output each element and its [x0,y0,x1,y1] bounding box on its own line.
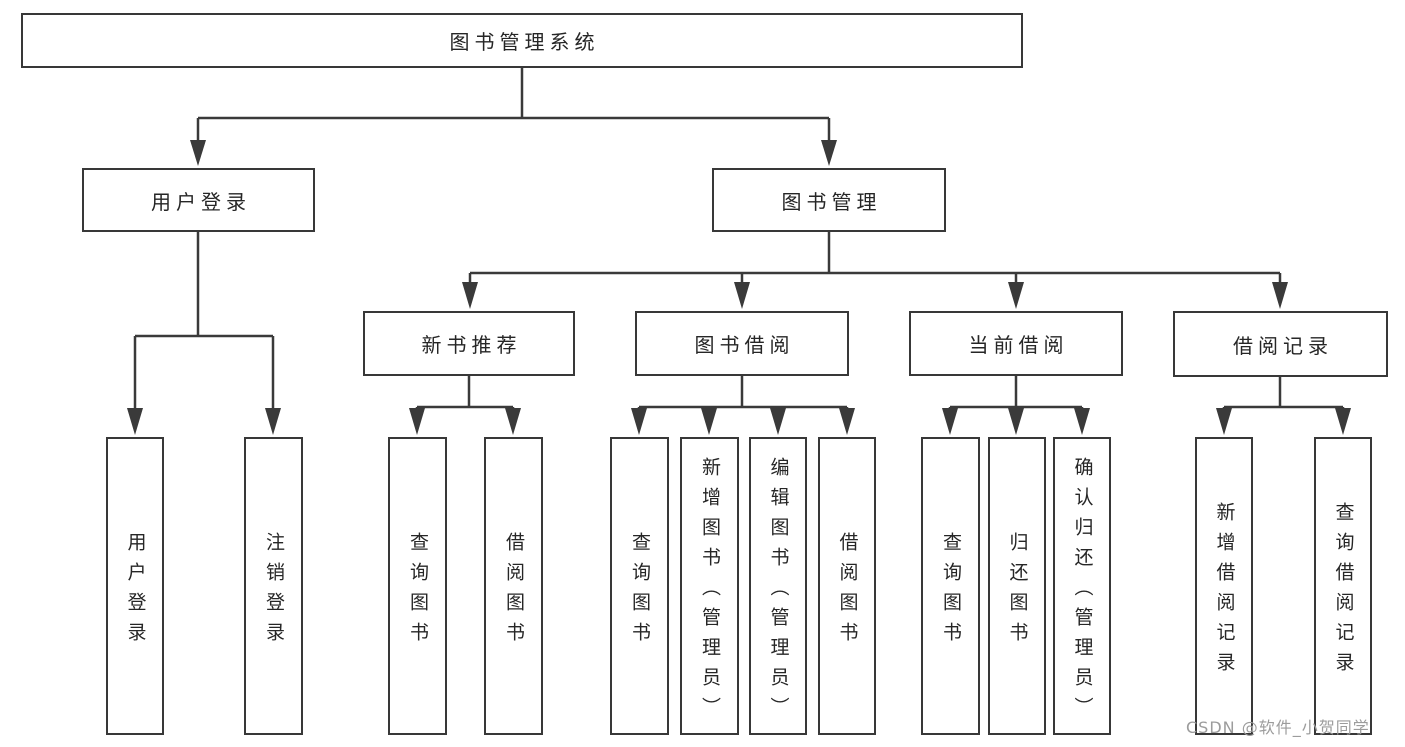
leaf-label: 查询图书 [940,531,962,652]
node-current-borrow: 当前借阅 [909,311,1123,376]
node-book-management: 图书管理 [712,168,946,232]
leaf-user-login: 用户登录 [106,437,164,735]
node-label: 图书管理系统 [449,30,600,54]
node-user-login: 用户登录 [82,168,315,232]
leaf-query-books-recommend: 查询图书 [388,437,447,735]
leaf-borrow-books-recommend: 借阅图书 [484,437,543,735]
node-library-management-system: 图书管理系统 [21,13,1023,68]
csdn-watermark: CSDN @软件_小贺同学 [1186,718,1370,737]
leaf-logout: 注销登录 [244,437,303,735]
leaf-confirm-return-admin: 确认归还（管理员） [1053,437,1111,735]
leaf-label: 新增图书（管理员） [699,456,721,727]
leaf-label: 确认归还（管理员） [1071,456,1094,727]
leaf-label: 用户登录 [124,531,147,652]
leaf-label: 查询图书 [629,531,651,652]
leaf-label: 借阅图书 [836,531,859,652]
leaf-query-borrow-record: 查询借阅记录 [1314,437,1372,735]
leaf-query-books-current: 查询图书 [921,437,980,735]
leaf-borrow-books: 借阅图书 [818,437,876,735]
leaf-label: 新增借阅记录 [1213,501,1236,682]
leaf-label: 查询借阅记录 [1332,501,1355,682]
leaf-label: 借阅图书 [503,531,525,652]
node-label: 借阅记录 [1233,333,1333,358]
leaf-label: 编辑图书（管理员） [767,456,790,727]
node-label: 图书借阅 [694,333,795,357]
node-label: 新书推荐 [421,333,522,357]
leaf-edit-books-admin: 编辑图书（管理员） [749,437,807,735]
node-book-borrow: 图书借阅 [635,311,849,376]
leaf-return-books: 归还图书 [988,437,1046,735]
node-label: 当前借阅 [968,333,1069,357]
leaf-query-books-borrow: 查询图书 [610,437,669,735]
leaf-add-books-admin: 新增图书（管理员） [680,437,739,735]
node-label: 图书管理 [781,189,882,214]
leaf-label: 注销登录 [263,531,285,652]
leaf-label: 归还图书 [1006,531,1029,652]
node-new-book-recommend: 新书推荐 [363,311,575,376]
leaf-add-borrow-record: 新增借阅记录 [1195,437,1253,735]
node-borrow-records: 借阅记录 [1173,311,1388,377]
node-label: 用户登录 [151,189,251,214]
leaf-label: 查询图书 [407,531,429,652]
